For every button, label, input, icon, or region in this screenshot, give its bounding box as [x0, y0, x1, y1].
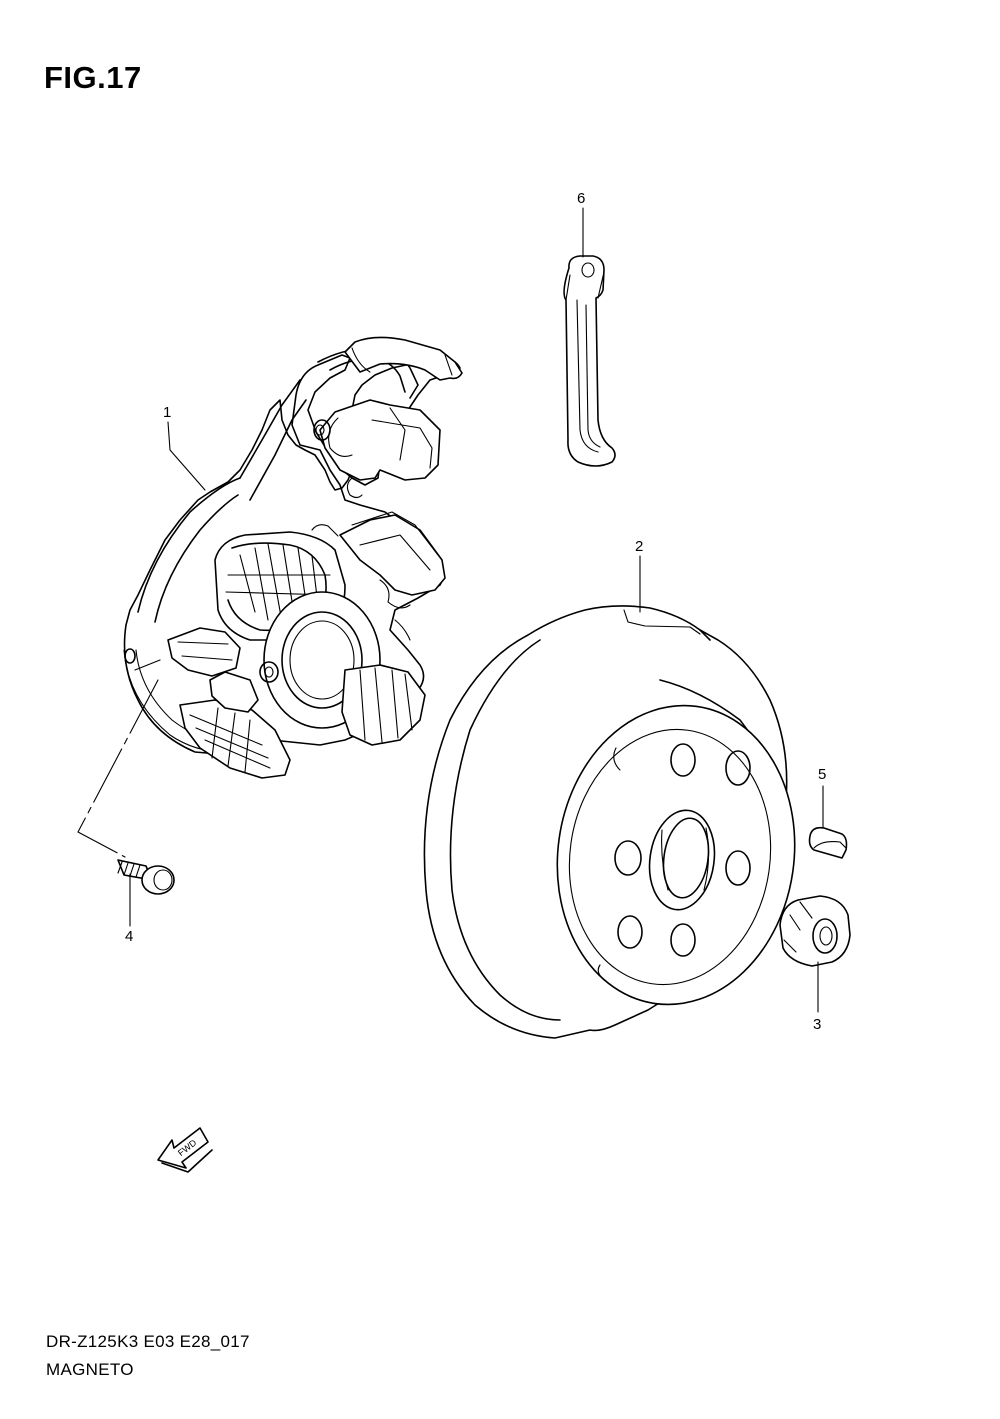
figure-title: FIG.17: [44, 60, 142, 95]
section-name: MAGNETO: [46, 1360, 134, 1379]
callout-6: 6: [577, 190, 586, 207]
callout-5: 5: [818, 766, 827, 783]
callout-1: 1: [163, 404, 172, 421]
part-5-key[interactable]: [808, 826, 848, 859]
callout-4: 4: [125, 928, 134, 945]
part-3-nut[interactable]: [779, 895, 851, 967]
part-1-stator[interactable]: [123, 336, 463, 779]
callout-2: 2: [635, 538, 644, 555]
part-6-clamp[interactable]: [563, 255, 616, 467]
leader-4-path: [77, 659, 161, 858]
part-4-screw[interactable]: [117, 859, 175, 895]
fwd-arrow-icon: FWD: [157, 1127, 213, 1173]
callout-3: 3: [813, 1016, 822, 1033]
part-2-flywheel[interactable]: [423, 605, 813, 1039]
leader-1: [167, 421, 206, 491]
model-code: DR-Z125K3 E03 E28_017: [46, 1332, 250, 1351]
